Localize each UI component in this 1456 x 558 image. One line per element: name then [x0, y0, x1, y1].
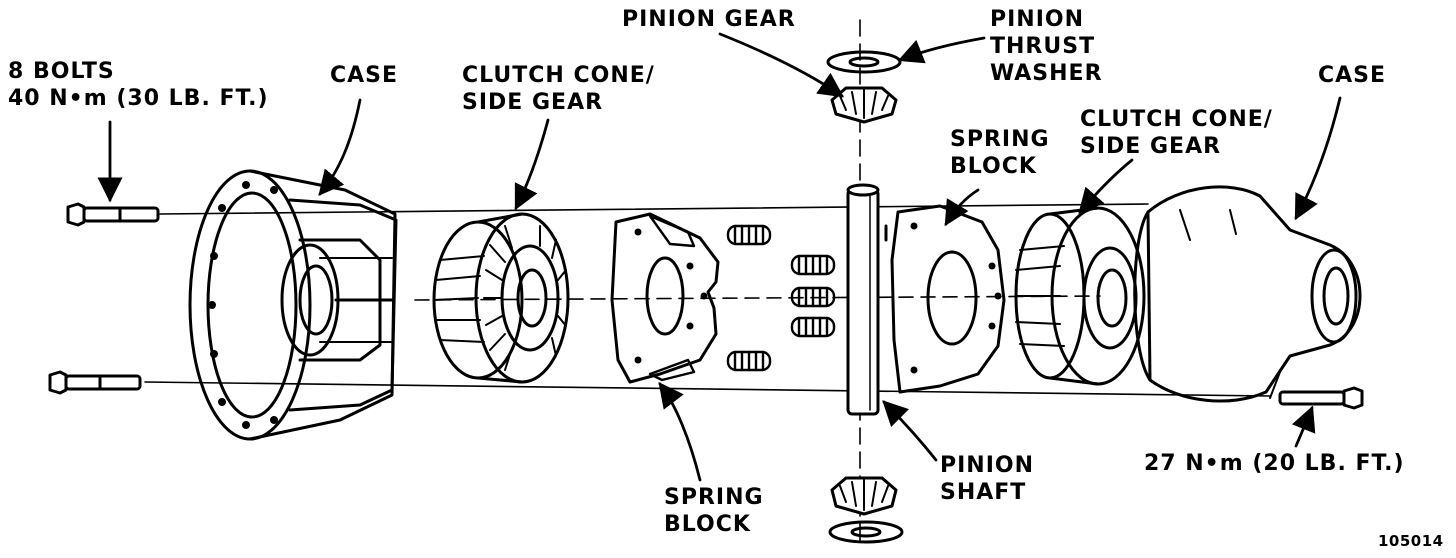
arrow-clutch-left [514, 118, 550, 211]
arrow-pinion-thrust [897, 36, 986, 64]
left-clutch-cone-side-gear [432, 212, 570, 384]
label-clutch-cone-left: CLUTCH CONE/ SIDE GEAR [462, 63, 655, 115]
label-case-right: CASE [1318, 63, 1387, 88]
label-pinion-thrust-washer: PINION THRUST WASHER [990, 7, 1103, 86]
right-case [1133, 185, 1362, 403]
left-upper-bolt [66, 202, 160, 227]
label-bolts-left: 8 BOLTS 40 N•m (30 LB. FT.) [8, 59, 269, 111]
spring-4 [790, 316, 836, 338]
springs [726, 224, 836, 372]
arrow-pinion-gear [718, 32, 845, 98]
pinion-gear-bottom [830, 476, 898, 516]
label-case-left: CASE [330, 63, 399, 88]
label-spring-block-upper: SPRING BLOCK [950, 127, 1050, 179]
label-clutch-cone-right: CLUTCH CONE/ SIDE GEAR [1080, 107, 1273, 159]
spring-1 [726, 224, 772, 246]
spring-2 [790, 254, 836, 276]
arrow-bolt-right [1291, 405, 1316, 448]
label-bolt-right-torque: 27 N•m (20 LB. FT.) [1144, 451, 1405, 476]
arrow-case-left [318, 98, 362, 196]
right-spring-block [890, 204, 1006, 394]
spring-3 [790, 286, 836, 308]
alignment-lines [144, 19, 1271, 546]
leader-arrows [97, 32, 1342, 482]
arrow-spring-block-lower [658, 381, 702, 482]
right-bolt [1278, 386, 1364, 410]
pinion-thrust-washer-top [826, 50, 902, 74]
label-pinion-gear: PINION GEAR [622, 7, 796, 32]
pinion-thrust-washer-bottom [828, 520, 904, 544]
arrow-case-right [1294, 96, 1342, 221]
label-pinion-shaft: PINION SHAFT [940, 453, 1035, 505]
pinion-gear-top [830, 86, 898, 124]
arrow-clutch-right [1078, 158, 1134, 214]
left-lower-bolt [48, 370, 142, 395]
arrow-spring-block-upper [944, 188, 980, 227]
pinion-shaft-part [846, 183, 888, 416]
arrow-pinion-shaft [882, 400, 938, 462]
spring-5 [726, 350, 772, 372]
label-spring-block-lower: SPRING BLOCK [664, 485, 764, 537]
left-spring-block [610, 212, 720, 384]
figure-number: 105014 [1378, 532, 1444, 550]
